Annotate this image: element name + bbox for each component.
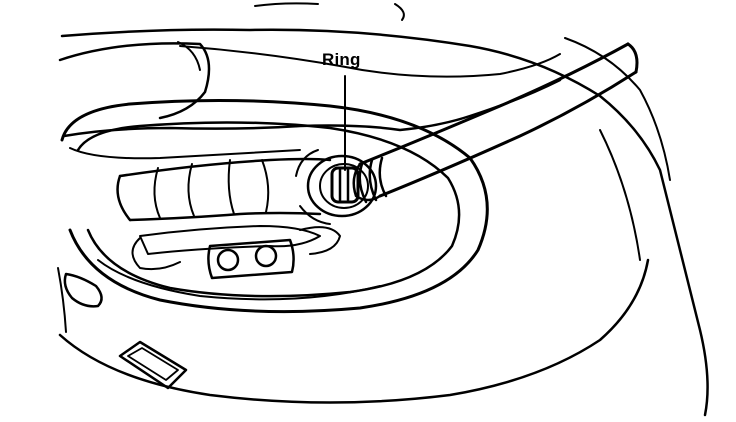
housing-right-side — [599, 129, 641, 261]
bolt-left — [216, 248, 240, 272]
upper-plate — [62, 78, 562, 138]
axle-shaft-segment-3 — [227, 159, 235, 215]
bottom-clip-inner — [127, 347, 179, 381]
outer-housing-curve — [60, 28, 709, 417]
axle-shaft-segment-2 — [187, 163, 195, 217]
joint-flange — [295, 149, 331, 225]
tool-tip-cap — [352, 162, 382, 202]
housing-upper-band — [179, 45, 561, 78]
bolt-plate — [207, 238, 295, 280]
bracket-right-lug — [299, 226, 341, 255]
top-edge-fragment — [254, 2, 405, 21]
axle-shaft-top — [118, 157, 332, 178]
left-tab — [63, 272, 103, 308]
bottom-clip — [118, 340, 188, 390]
housing-top-bulge — [58, 42, 211, 120]
left-tab-edge — [57, 267, 67, 333]
housing-lower-arc — [58, 258, 650, 404]
ring-callout-label: Ring — [322, 50, 361, 69]
outer-housing-inner-curve — [564, 37, 671, 181]
bolt-right — [254, 244, 278, 268]
hub-inner-ring-2 — [97, 259, 381, 301]
axle-shaft-segment-4 — [261, 159, 270, 213]
tool-handle-end — [626, 42, 639, 74]
tool-handle-bottom-edge — [378, 70, 638, 198]
housing-top-bulge-inner — [177, 41, 201, 71]
axle-shaft-bottom — [128, 211, 322, 222]
tool-handle-top-edge — [358, 42, 630, 166]
upper-plate-lower-edge — [69, 147, 301, 160]
axle-shaft-segment-1 — [153, 167, 161, 219]
lower-bracket — [139, 225, 321, 255]
axle-shaft-left-end — [116, 174, 132, 222]
hub-outer-ring — [60, 98, 489, 314]
bracket-left-lug — [131, 237, 181, 271]
joint-housing-outer — [306, 154, 378, 218]
hub-inner-ring — [76, 121, 461, 298]
